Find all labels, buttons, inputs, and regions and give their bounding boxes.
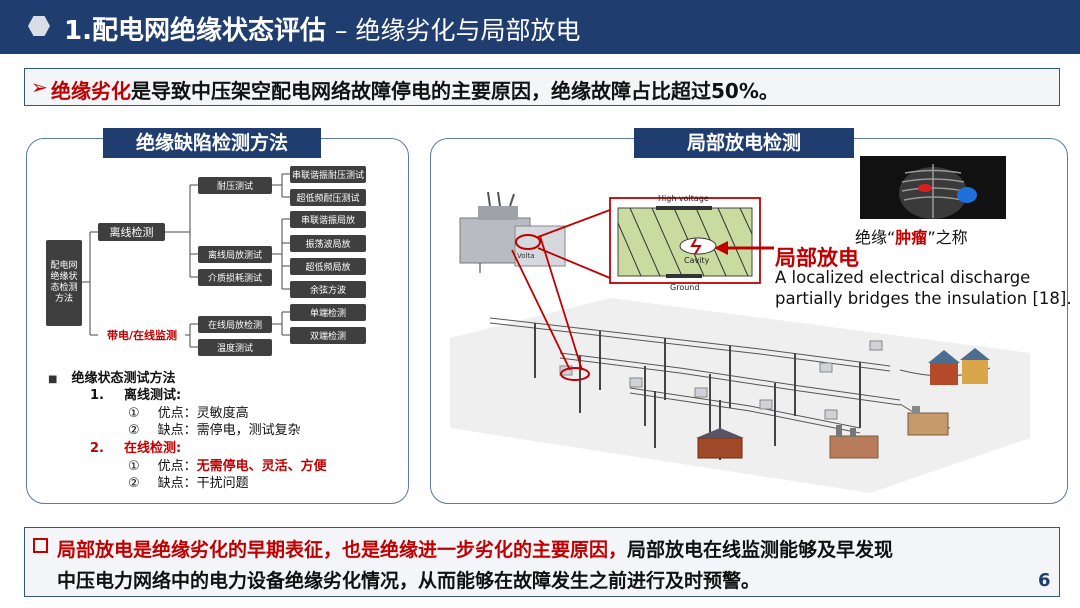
body-xray-image: [860, 156, 1006, 219]
key-point-rest: 是导致中压架空配电网络故障停电的主要原因，绝缘故障占比超过50%。: [131, 79, 779, 103]
highlight-circle: [560, 367, 590, 381]
tree-leaf: 单端检测: [290, 304, 366, 321]
circled-one-icon: ①: [128, 459, 140, 474]
methods-heading: 绝缘状态测试方法: [71, 371, 176, 386]
square-bullet-icon: ■: [48, 374, 58, 385]
header-bar: 1.配电网绝缘状态评估 – 绝缘劣化与局部放电: [0, 0, 1080, 54]
arrow-head-icon: [714, 241, 728, 255]
tree-leaf: 超低频耐压测试: [290, 189, 366, 206]
tumor-caption-pre: 绝缘“: [855, 228, 896, 247]
item2-title: 在线检测:: [123, 441, 182, 456]
item2-pro: 无需停电、灵活、方便: [196, 459, 327, 474]
page-title: 1.配电网绝缘状态评估 – 绝缘劣化与局部放电: [64, 10, 580, 47]
pole-transformers: [559, 340, 883, 420]
tree-node-offline: 离线检测: [98, 223, 165, 241]
summary-line-1-rest: 局部放电在线监测能够及早发现: [627, 539, 894, 561]
title-main: 1.配电网绝缘状态评估: [64, 16, 326, 46]
item2-number: 2.: [90, 441, 104, 456]
key-point-highlight: 绝缘劣化: [51, 79, 131, 103]
tree-leaf: 串联谐振局放: [290, 211, 366, 228]
tree-root-node: 配电网绝缘状态检测方法: [46, 240, 82, 326]
ground-plane: [450, 298, 1030, 493]
item1-number: 1.: [90, 388, 104, 403]
partial-discharge-description: A localized electrical discharge partial…: [775, 268, 1072, 308]
zoom-line: [511, 249, 571, 371]
item1-pro: 优点：灵敏度高: [157, 406, 249, 421]
partial-discharge-title: 局部放电: [775, 246, 859, 270]
voltage-label: Volta: [517, 252, 535, 260]
buildings: [696, 348, 990, 459]
zoom-line: [537, 209, 611, 238]
tree-node-withstand: 耐压测试: [198, 177, 272, 194]
tumor-caption: 绝缘“肿瘤”之称: [855, 224, 968, 248]
tree-node-offline-pd: 离线局放测试: [198, 246, 272, 263]
circled-two-icon: ②: [128, 476, 140, 491]
arrow-bullet-icon: ➢: [31, 75, 48, 99]
spark-icon: [690, 238, 702, 255]
summary-highlight: 局部放电是绝缘劣化的早期表征，也是绝缘进一步劣化的主要原因，: [57, 539, 628, 561]
tree-leaf: 串联谐振耐压测试: [290, 166, 366, 183]
tree-leaf: 双端检测: [290, 327, 366, 344]
transformer-icon: [459, 191, 566, 273]
page-number: 6: [1038, 570, 1051, 591]
cavity-diagram: [609, 197, 761, 284]
tree-node-online-pd: 在线局放检测: [198, 316, 272, 333]
distribution-network-illustration: Volta High voltage Ground Cavity: [450, 156, 1030, 493]
tree-node-dielectric: 介质损耗测试: [198, 269, 272, 286]
item2-con: 缺点：干扰问题: [157, 476, 249, 491]
cavity-label: Cavity: [684, 256, 710, 265]
key-point-box: ➢ 绝缘劣化是导致中压架空配电网络故障停电的主要原因，绝缘故障占比超过50%。: [24, 68, 1060, 106]
circled-two-icon: ②: [128, 423, 140, 438]
key-point-text: 绝缘劣化是导致中压架空配电网络故障停电的主要原因，绝缘故障占比超过50%。: [51, 75, 779, 104]
square-bullet-icon: [33, 538, 48, 553]
ground-label: Ground: [670, 283, 699, 292]
item1-title: 离线测试:: [123, 388, 182, 403]
partial-discharge-tab: 局部放电检测: [634, 128, 854, 158]
tumor-caption-highlight: 肿瘤: [895, 228, 928, 247]
summary-box: 局部放电是绝缘劣化的早期表征，也是绝缘进一步劣化的主要原因，局部放电在线监测能够…: [24, 527, 1060, 597]
summary-line-2: 中压电力网络中的电力设备绝缘劣化情况，从而能够在故障发生之前进行及时预警。: [57, 570, 761, 592]
tree-node-temperature: 温度测试: [198, 339, 272, 356]
tree-leaf: 余弦方波: [290, 281, 366, 298]
item1-con: 缺点：需停电，测试复杂: [157, 423, 301, 438]
tree-node-online: 带电/在线监测: [106, 329, 178, 342]
circled-one-icon: ①: [128, 406, 140, 421]
item2-pro-label: 优点：: [157, 459, 197, 474]
zoom-line: [537, 247, 611, 279]
tree-leaf: 振荡波局放: [290, 235, 366, 252]
tree-leaf: 超低频局放: [290, 258, 366, 275]
high-voltage-label: High voltage: [658, 194, 709, 203]
tumor-caption-post: ”之称: [927, 228, 968, 247]
detection-methods-tab: 绝缘缺陷检测方法: [103, 128, 321, 158]
hexagon-icon: [28, 16, 50, 36]
title-sub: – 绝缘劣化与局部放电: [335, 16, 581, 45]
zoom-line: [539, 235, 583, 371]
summary-line-1: 局部放电是绝缘劣化的早期表征，也是绝缘进一步劣化的主要原因，局部放电在线监测能够…: [57, 535, 893, 562]
